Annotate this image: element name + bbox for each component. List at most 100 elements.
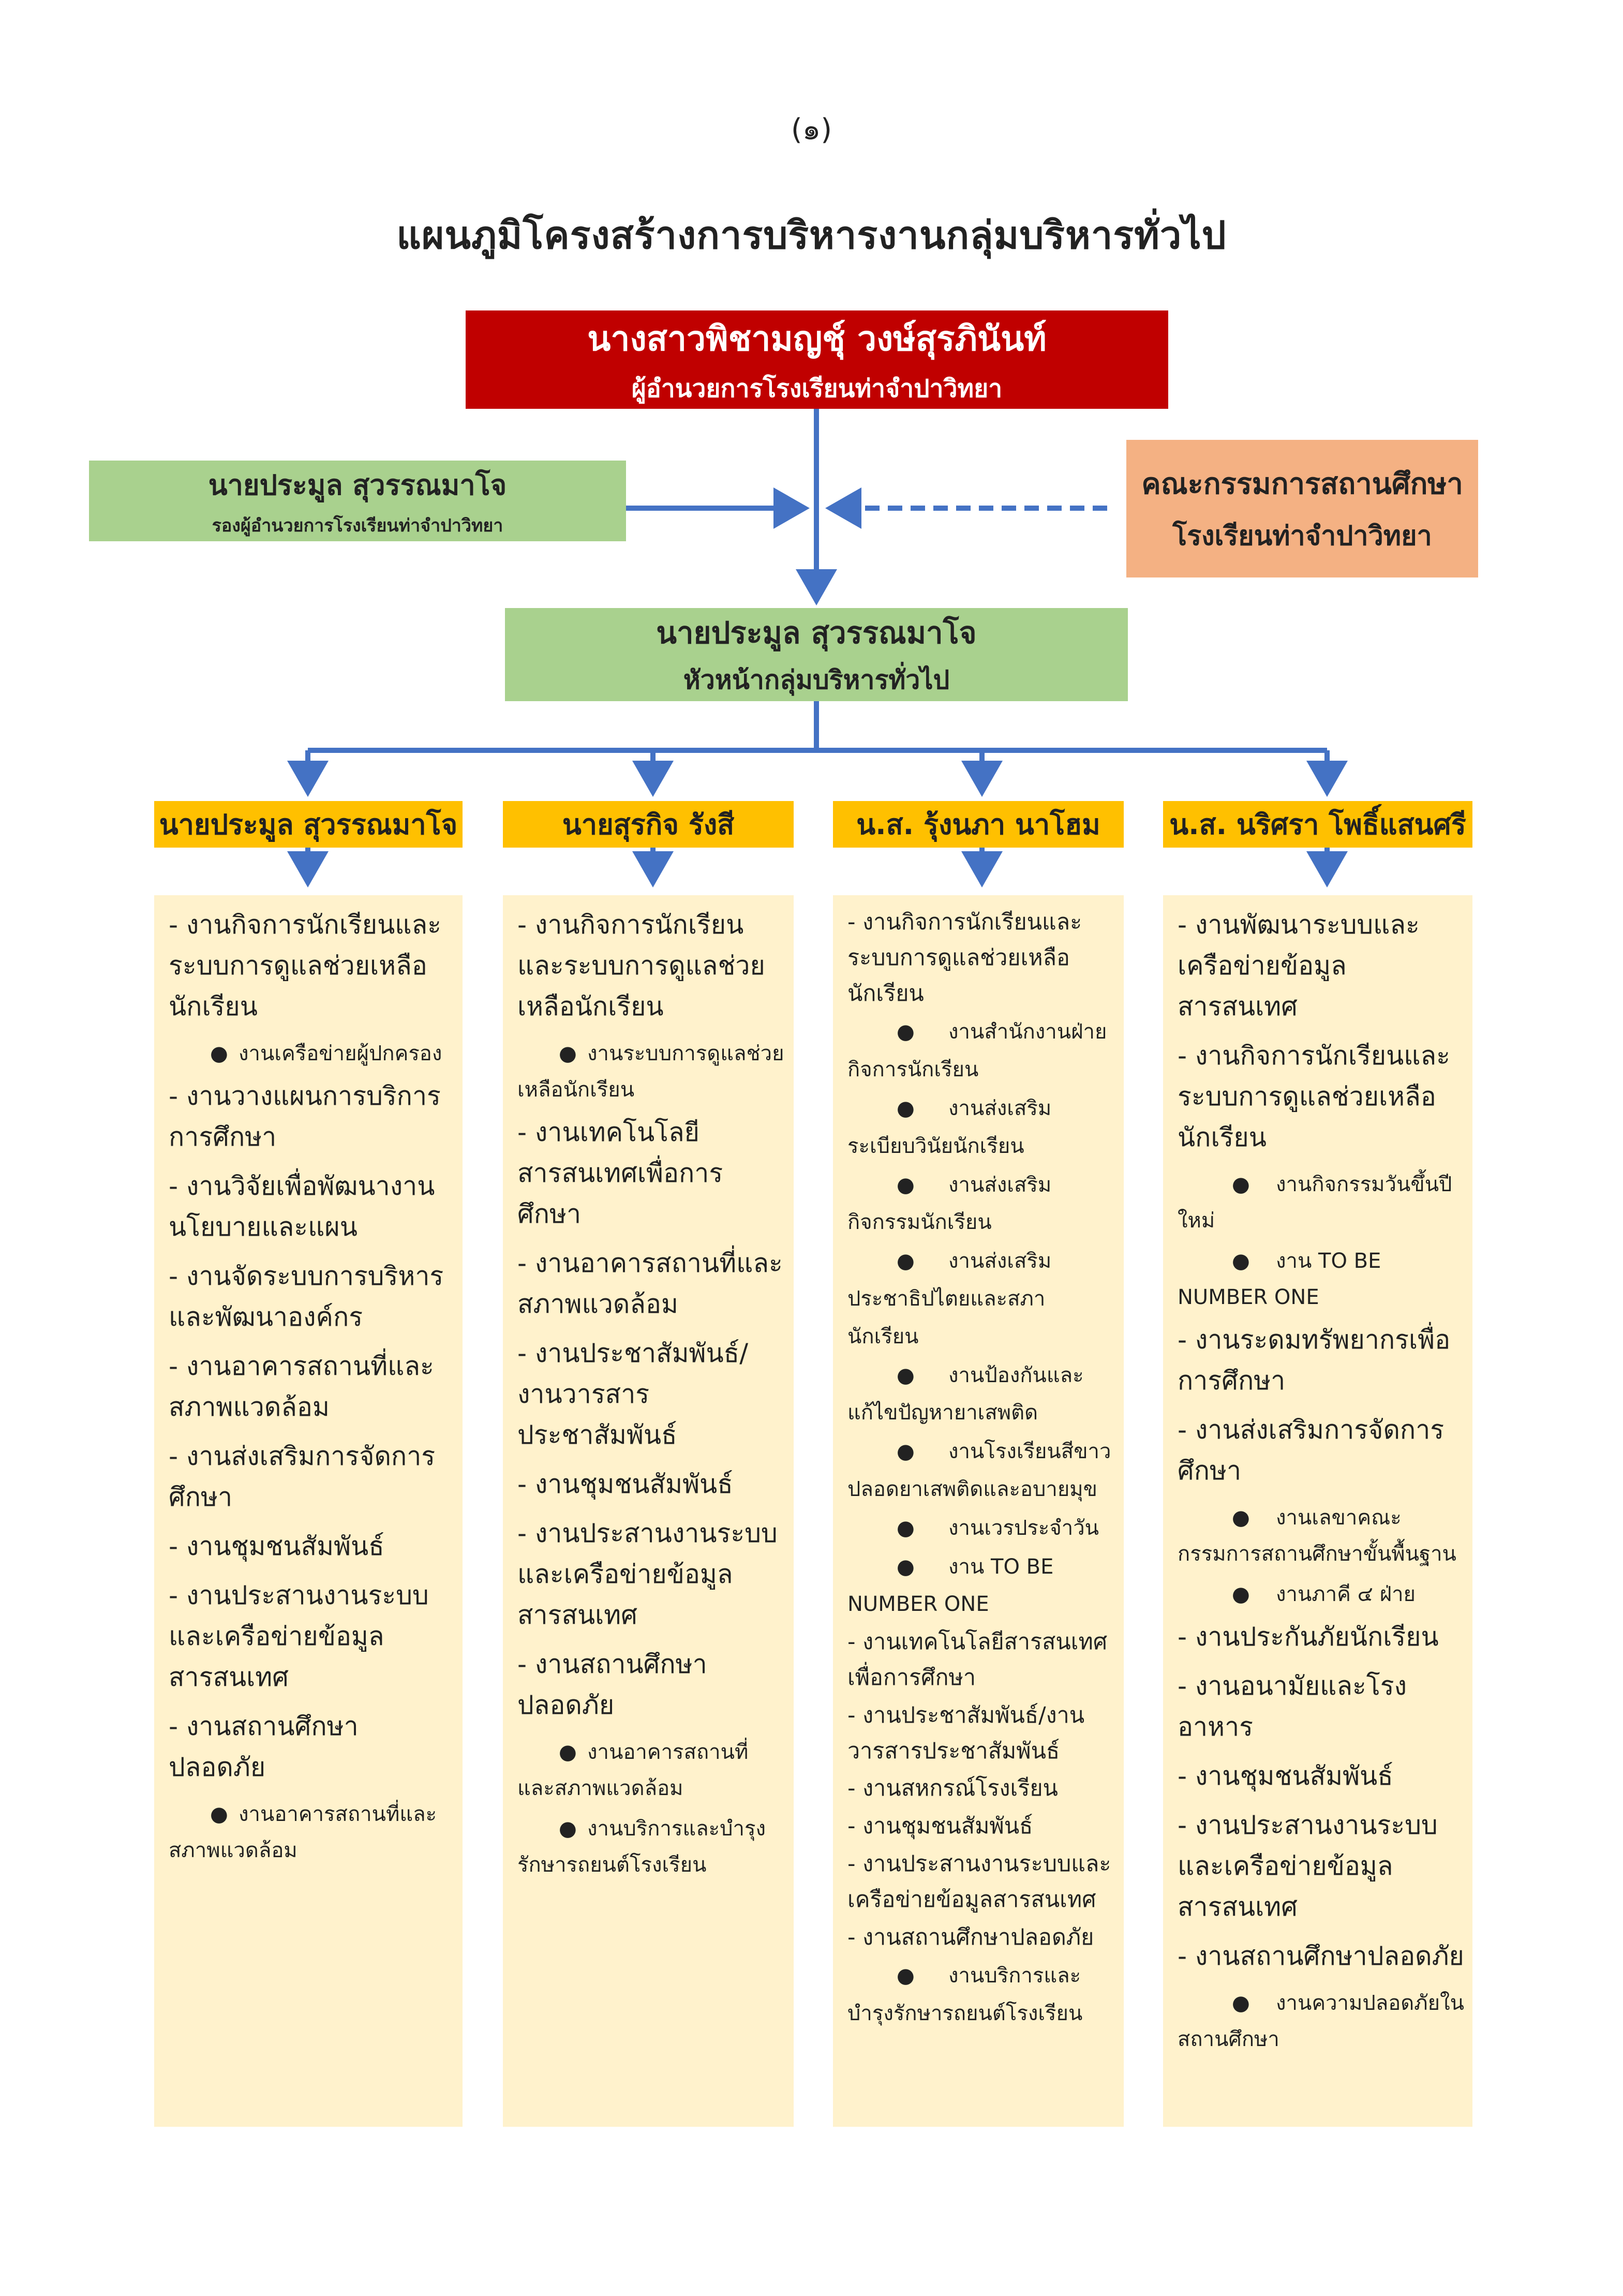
task-item: - งานประสานงานระบบและเครือข่ายข้อมูลสารส… bbox=[169, 1580, 429, 1692]
task-item: - งานอาคารสถานที่และสภาพแวดล้อม bbox=[517, 1248, 783, 1319]
sub-task-label: งานบริการและบำรุงรักษารถยนต์โรงเรียน bbox=[517, 1817, 766, 1877]
sub-task-label: งานอาคารสถานที่และสภาพแวดล้อม bbox=[517, 1740, 749, 1800]
task-item: - งานวิจัยเพื่อพัฒนางานนโยบายและแผน bbox=[169, 1171, 435, 1242]
sub-task-item: ●งานความปลอดภัยในสถานศึกษา bbox=[1178, 1985, 1464, 2057]
sub-task-label: งาน TO BE NUMBER ONE bbox=[847, 1554, 1054, 1617]
sub-task-item: ●งานบริการและบำรุงรักษารถยนต์โรงเรียน bbox=[847, 1957, 1115, 2033]
sub-task-label: งานเลขาคณะกรรมการสถานศึกษาขั้นพื้นฐาน bbox=[1178, 1506, 1456, 1566]
group-head-role: หัวหน้ากลุ่มบริหารทั่วไป bbox=[683, 665, 950, 695]
task-item: - งานชุมชนสัมพันธ์ bbox=[169, 1531, 384, 1561]
sub-task-item: ●งานเครือข่ายผู้ปกครอง bbox=[169, 1035, 454, 1072]
bullet-icon: ● bbox=[897, 1554, 915, 1579]
task-item: - งานประสานงานระบบและเครือข่ายข้อมูลสารส… bbox=[847, 1850, 1111, 1913]
bullet-icon: ● bbox=[559, 1042, 577, 1065]
column-body-3: - งานกิจการนักเรียนและระบบการดูแลช่วยเหล… bbox=[833, 895, 1124, 2127]
sub-task-item: ●งาน TO BE NUMBER ONE bbox=[847, 1548, 1115, 1624]
sub-task-label: งานส่งเสริมระเบียบวินัยนักเรียน bbox=[847, 1096, 1052, 1158]
task-item: - งานประสานงานระบบและเครือข่ายข้อมูลสารส… bbox=[517, 1518, 778, 1630]
sub-task-label: งานโรงเรียนสีขาวปลอดยาเสพติดและอบายมุข bbox=[847, 1440, 1111, 1501]
sub-task-item: ●งานสำนักงานฝ่ายกิจการนักเรียน bbox=[847, 1013, 1115, 1089]
director-role: ผู้อำนวยการโรงเรียนท่าจำปาวิทยา bbox=[631, 374, 1003, 403]
sub-task-label: งานบริการและบำรุงรักษารถยนต์โรงเรียน bbox=[847, 1964, 1083, 2026]
sub-task-item: ●งานส่งเสริมประชาธิปไตยและสภานักเรียน bbox=[847, 1242, 1115, 1355]
bullet-icon: ● bbox=[897, 1173, 915, 1197]
task-item: - งานสถานศึกษาปลอดภัย bbox=[847, 1924, 1094, 1950]
sub-task-item: ●งานโรงเรียนสีขาวปลอดยาเสพติดและอบายมุข bbox=[847, 1433, 1115, 1508]
sub-task-label: งานสำนักงานฝ่ายกิจการนักเรียน bbox=[847, 1020, 1107, 1082]
task-item: - งานส่งเสริมการจัดการศึกษา bbox=[169, 1441, 436, 1512]
task-item: - งานระดมทรัพยากรเพื่อการศึกษา bbox=[1178, 1325, 1451, 1396]
task-item: - งานประชาสัมพันธ์/งานวารสารประชาสัมพันธ… bbox=[847, 1702, 1085, 1764]
task-item: - งานกิจการนักเรียนและระบบการดูแลช่วยเหล… bbox=[517, 910, 765, 1021]
committee-box: คณะกรรมการสถานศึกษา โรงเรียนท่าจำปาวิทยา bbox=[1126, 440, 1478, 577]
sub-task-item: ●งาน TO BE NUMBER ONE bbox=[1178, 1243, 1464, 1315]
column-head-4: น.ส. นริศรา โพธิ์แสนศรี bbox=[1163, 801, 1472, 848]
task-item: - งานกิจการนักเรียนและระบบการดูแลช่วยเหล… bbox=[169, 910, 441, 1021]
column-body-1: - งานกิจการนักเรียนและระบบการดูแลช่วยเหล… bbox=[154, 895, 463, 2127]
bullet-icon: ● bbox=[897, 1964, 915, 1988]
task-item: - งานสถานศึกษาปลอดภัย bbox=[1178, 1941, 1464, 1971]
task-item: - งานเทคโนโลยีสารสนเทศเพื่อการศึกษา bbox=[517, 1117, 723, 1229]
task-item: - งานวางแผนการบริการการศึกษา bbox=[169, 1081, 441, 1152]
task-item: - งานกิจการนักเรียนและระบบการดูแลช่วยเหล… bbox=[1178, 1041, 1450, 1152]
bullet-icon: ● bbox=[897, 1363, 915, 1387]
director-box: นางสาวพิชามญชุ์ วงษ์สุรภินันท์ ผู้อำนวยก… bbox=[466, 310, 1168, 409]
bullet-icon: ● bbox=[210, 1802, 228, 1826]
task-item: - งานชุมชนสัมพันธ์ bbox=[1178, 1761, 1393, 1791]
sub-task-label: งานความปลอดภัยในสถานศึกษา bbox=[1178, 1991, 1464, 2051]
group-head-box: นายประมูล สุวรรณมาโจ หัวหน้ากลุ่มบริหารท… bbox=[505, 608, 1128, 701]
bullet-icon: ● bbox=[210, 1042, 228, 1065]
sub-task-item: ●งานอาคารสถานที่และสภาพแวดล้อม bbox=[517, 1734, 785, 1806]
bullet-icon: ● bbox=[559, 1817, 577, 1841]
bullet-icon: ● bbox=[897, 1516, 915, 1540]
sub-task-item: ●งานอาคารสถานที่และสภาพแวดล้อม bbox=[169, 1796, 454, 1869]
task-item: - งานส่งเสริมการจัดการศึกษา bbox=[1178, 1415, 1445, 1486]
bullet-icon: ● bbox=[897, 1020, 915, 1044]
sub-task-label: งาน TO BE NUMBER ONE bbox=[1178, 1249, 1381, 1309]
sub-task-label: งานส่งเสริมประชาธิปไตยและสภานักเรียน bbox=[847, 1249, 1052, 1349]
bullet-icon: ● bbox=[1232, 1249, 1250, 1273]
column-head-2: นายสุรกิจ รังสี bbox=[503, 801, 794, 848]
column-head-3: น.ส. รุ้งนภา นาโฮม bbox=[833, 801, 1124, 848]
sub-task-item: ●งานระบบการดูแลช่วยเหลือนักเรียน bbox=[517, 1035, 785, 1108]
sub-task-label: งานกิจกรรมวันขึ้นปีใหม่ bbox=[1178, 1173, 1452, 1233]
sub-task-item: ●งานส่งเสริมระเบียบวินัยนักเรียน bbox=[847, 1090, 1115, 1165]
deputy-name: นายประมูล สุวรรณมาโจ bbox=[208, 469, 507, 501]
committee-line2: โรงเรียนท่าจำปาวิทยา bbox=[1172, 521, 1432, 552]
task-item: - งานสถานศึกษาปลอดภัย bbox=[169, 1711, 359, 1782]
sub-task-label: งานส่งเสริมกิจกรรมนักเรียน bbox=[847, 1173, 1052, 1235]
bullet-icon: ● bbox=[559, 1740, 577, 1764]
bullet-icon: ● bbox=[897, 1440, 915, 1464]
task-item: - งานชุมชนสัมพันธ์ bbox=[847, 1813, 1033, 1840]
sub-task-label: งานระบบการดูแลช่วยเหลือนักเรียน bbox=[517, 1042, 784, 1102]
task-item: - งานชุมชนสัมพันธ์ bbox=[517, 1469, 733, 1499]
task-item: - งานกิจการนักเรียนและระบบการดูแลช่วยเหล… bbox=[847, 909, 1082, 1006]
task-item: - งานสถานศึกษาปลอดภัย bbox=[517, 1649, 707, 1720]
sub-task-label: งานเวรประจำวัน bbox=[948, 1516, 1099, 1540]
task-item: - งานจัดระบบการบริหารและพัฒนาองค์กร bbox=[169, 1261, 444, 1332]
sub-task-item: ● งานภาคี ๔ ฝ่าย bbox=[1178, 1576, 1464, 1612]
deputy-role: รองผู้อำนวยการโรงเรียนท่าจำปาวิทยา bbox=[212, 515, 503, 536]
sub-task-item: ●งานป้องกันและแก้ไขปัญหายาเสพติด bbox=[847, 1357, 1115, 1432]
task-item: - งานประสานงานระบบและเครือข่ายข้อมูลสารส… bbox=[1178, 1810, 1438, 1922]
sub-task-item: ●งานกิจกรรมวันขึ้นปีใหม่ bbox=[1178, 1166, 1464, 1239]
task-item: - งานพัฒนาระบบและเครือข่ายข้อมูลสารสนเทศ bbox=[1178, 910, 1420, 1021]
bullet-icon: ● bbox=[1232, 1582, 1250, 1606]
director-name: นางสาวพิชามญชุ์ วงษ์สุรภินันท์ bbox=[587, 318, 1047, 359]
bullet-icon: ● bbox=[1232, 1991, 1250, 2015]
sub-task-label: งานภาคี ๔ ฝ่าย bbox=[1276, 1582, 1416, 1606]
task-item: - งานอนามัยและโรงอาหาร bbox=[1178, 1671, 1407, 1742]
task-item: - งานประชาสัมพันธ์/งานวารสารประชาสัมพันธ… bbox=[517, 1338, 749, 1450]
bullet-icon: ● bbox=[897, 1096, 915, 1120]
sub-task-item: ●งานส่งเสริมกิจกรรมนักเรียน bbox=[847, 1166, 1115, 1242]
sub-task-item: ●งานเลขาคณะกรรมการสถานศึกษาขั้นพื้นฐาน bbox=[1178, 1500, 1464, 1572]
bullet-icon: ● bbox=[1232, 1173, 1250, 1196]
committee-line1: คณะกรรมการสถานศึกษา bbox=[1141, 467, 1463, 501]
sub-task-item: ● งานเวรประจำวัน bbox=[847, 1509, 1115, 1547]
bullet-icon: ● bbox=[897, 1249, 915, 1273]
column-head-1: นายประมูล สุวรรณมาโจ bbox=[154, 801, 463, 848]
column-body-2: - งานกิจการนักเรียนและระบบการดูแลช่วยเหล… bbox=[503, 895, 794, 2127]
task-item: - งานสหกรณ์โรงเรียน bbox=[847, 1775, 1058, 1802]
page-title: แผนภูมิโครงสร้างการบริหารงานกลุ่มบริหารท… bbox=[396, 213, 1227, 258]
